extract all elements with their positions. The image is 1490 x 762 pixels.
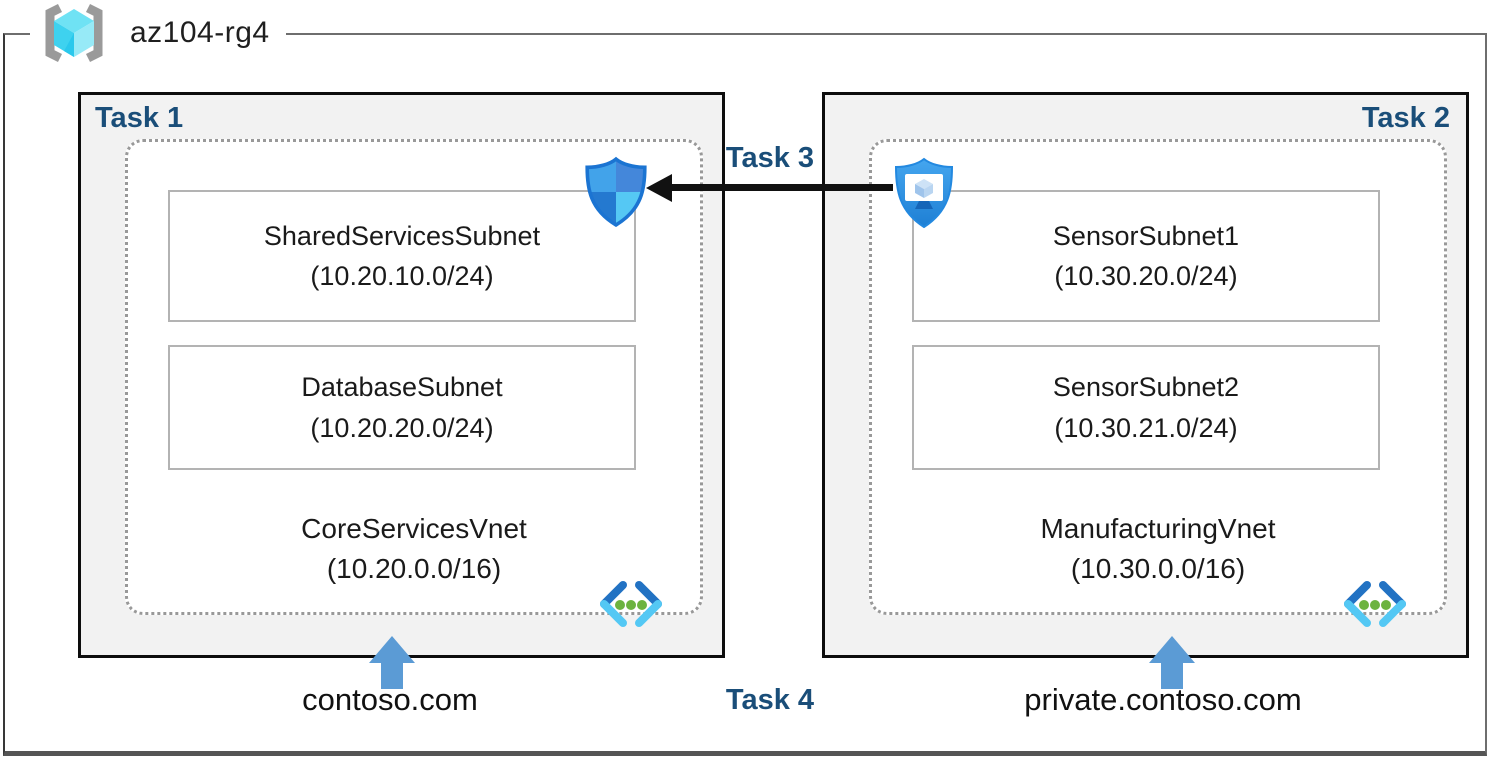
vnet-name: CoreServicesVnet <box>301 512 527 544</box>
subnet-name: DatabaseSubnet <box>301 372 503 402</box>
sensor-subnet1-box: SensorSubnet1 (10.30.20.0/24) <box>912 190 1380 322</box>
sensor-subnet2-box: SensorSubnet2 (10.30.21.0/24) <box>912 345 1380 470</box>
subnet-name: SensorSubnet1 <box>1052 220 1240 251</box>
resource-group-name: az104-rg4 <box>130 16 270 49</box>
resource-group-icon <box>45 3 103 63</box>
cube-shade <box>64 33 74 57</box>
task4-label: Task 4 <box>725 684 815 716</box>
peering-arrowhead-icon <box>646 174 672 202</box>
monitor-stand <box>915 201 933 209</box>
vnet-name-block: CoreServicesVnet (10.20.0.0/16) <box>128 509 700 590</box>
left-bracket <box>45 3 63 63</box>
core-services-vnet-box: SharedServicesSubnet (10.20.10.0/24) Dat… <box>125 139 703 627</box>
vnet-name-block: ManufacturingVnet (10.30.0.0/16) <box>872 509 1444 590</box>
dns-up-arrow-icon <box>369 636 415 689</box>
virtual-network-icon <box>600 581 662 627</box>
database-subnet-box: DatabaseSubnet (10.20.20.0/24) <box>168 345 636 470</box>
peering-arrow-line <box>668 184 893 191</box>
dns-up-arrow-icon <box>1149 636 1195 689</box>
cube-right <box>924 184 933 198</box>
vnet-name: ManufacturingVnet <box>1040 512 1276 544</box>
resource-group-header: az104-rg4 <box>30 2 286 64</box>
network-security-group-shield-icon <box>585 156 647 228</box>
task2-label: Task 2 <box>1361 102 1450 134</box>
subnet-cidr: (10.20.20.0/24) <box>310 412 494 443</box>
vnet-cidr: (10.30.0.0/16) <box>1070 553 1246 585</box>
resource-group-frame <box>3 33 1487 756</box>
vnet-cidr: (10.20.0.0/16) <box>326 553 502 585</box>
shielded-vm-icon <box>894 157 954 229</box>
cube-right-face <box>74 21 94 57</box>
virtual-network-icon <box>1344 581 1406 627</box>
task1-label: Task 1 <box>95 102 184 134</box>
task3-label: Task 3 <box>725 142 815 174</box>
shared-services-subnet-box: SharedServicesSubnet (10.20.10.0/24) <box>168 190 636 322</box>
subnet-name: SharedServicesSubnet <box>263 220 541 251</box>
cube-left <box>915 184 924 198</box>
right-bracket <box>85 3 103 63</box>
manufacturing-vnet-box: SensorSubnet1 (10.30.20.0/24) SensorSubn… <box>869 139 1447 627</box>
subnet-cidr: (10.30.20.0/24) <box>1054 261 1238 291</box>
subnet-cidr: (10.30.21.0/24) <box>1054 412 1238 443</box>
task2-box: Task 2 SensorSubnet1 (10.30.20.0/24) Sen… <box>822 92 1469 658</box>
subnet-name: SensorSubnet2 <box>1052 372 1240 402</box>
subnet-cidr: (10.20.10.0/24) <box>310 261 494 291</box>
